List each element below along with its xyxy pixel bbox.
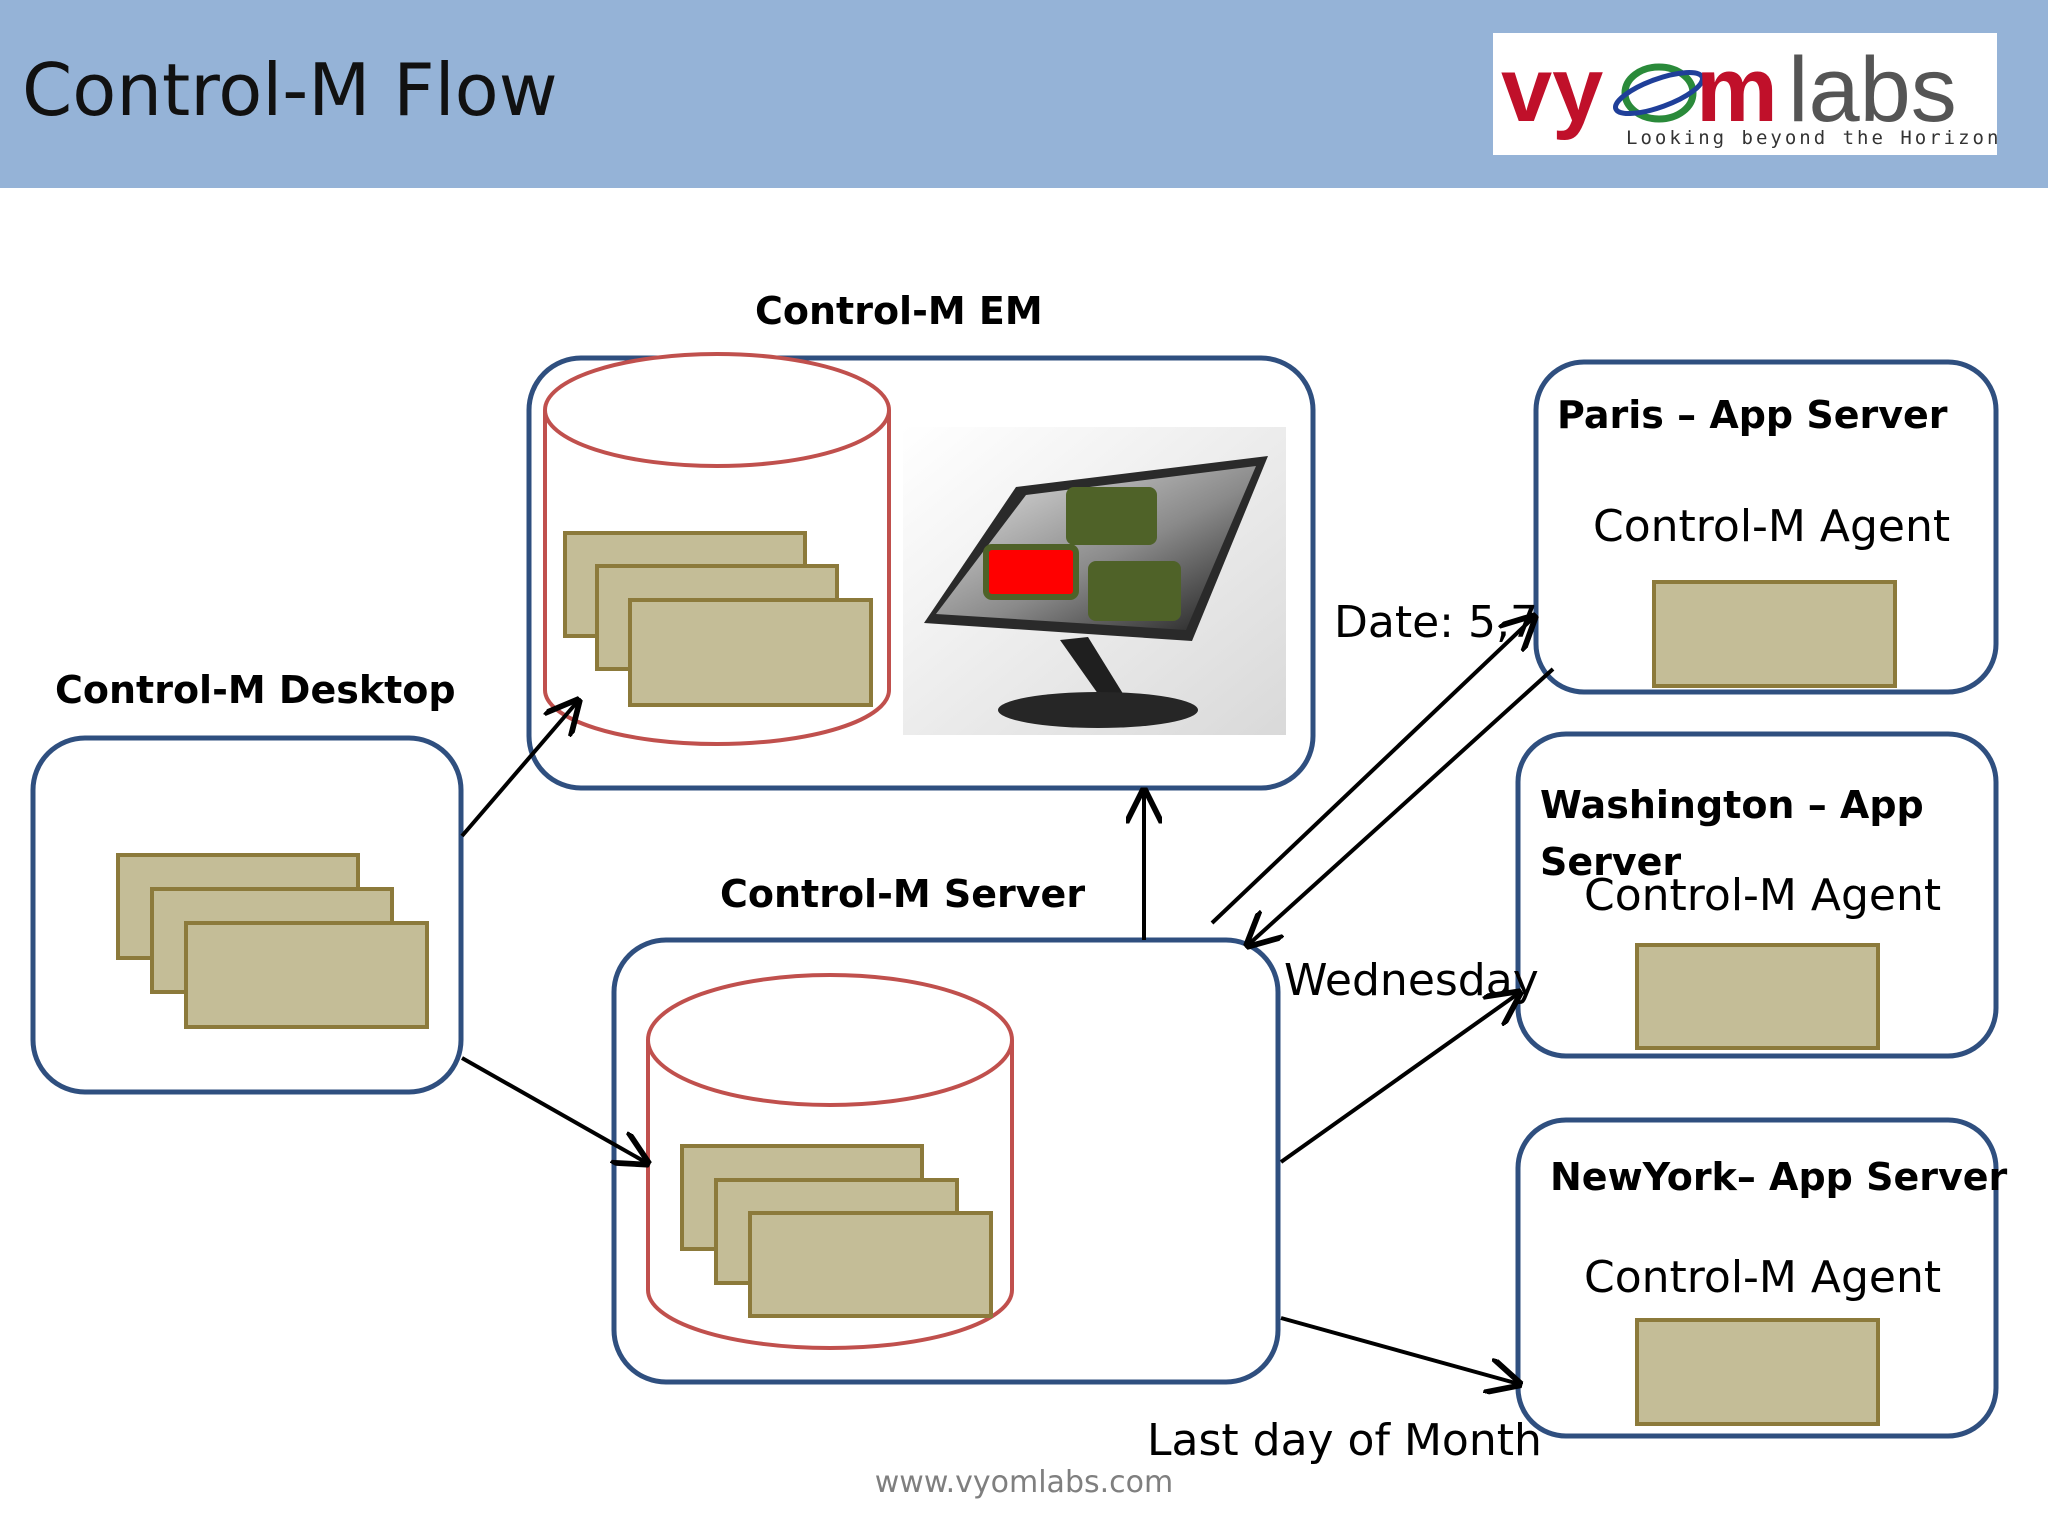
- server-to-washington-arrow: [1279, 993, 1519, 1164]
- svg-text:vy: vy: [1501, 39, 1603, 141]
- newyork-schedule-label: Last day of Month: [1147, 1415, 1542, 1466]
- washington-title-line2: Server: [1540, 840, 1682, 884]
- slide-title: Control-M Flow: [22, 48, 558, 132]
- server-to-paris-arrow: [1210, 617, 1534, 925]
- desktop-title: Control-M Desktop: [55, 668, 456, 712]
- washington-agent-label: Control-M Agent: [1584, 870, 1942, 921]
- paris-agent-label: Control-M Agent: [1593, 501, 1951, 552]
- svg-text:Looking beyond the Horizon: Looking beyond the Horizon: [1626, 127, 1997, 149]
- desktop-to-em-arrow: [460, 701, 578, 838]
- paris-to-server-arrow: [1248, 667, 1555, 945]
- server-title: Control-M Server: [720, 872, 1086, 916]
- vyomlabs-logo: vy m labs Looking beyond the Horizon: [1493, 33, 1998, 155]
- footer-url: www.vyomlabs.com: [874, 1465, 1174, 1500]
- paris-title: Paris – App Server: [1557, 393, 1948, 437]
- server-to-newyork-arrow: [1280, 1316, 1519, 1384]
- em-job-stack: [563, 531, 873, 707]
- paris-agent-job: [1652, 580, 1897, 688]
- paris-schedule-label: Date: 5,7: [1334, 597, 1538, 648]
- desktop-to-server-arrow: [461, 1056, 647, 1163]
- desktop-job-stack: [116, 853, 429, 1029]
- newyork-agent-label: Control-M Agent: [1584, 1252, 1942, 1303]
- monitor-icon: [903, 427, 1286, 735]
- server-job-stack: [680, 1144, 993, 1318]
- em-title: Control-M EM: [755, 289, 1043, 333]
- svg-text:labs: labs: [1788, 39, 1957, 141]
- newyork-agent-job: [1635, 1318, 1880, 1426]
- svg-text:m: m: [1696, 39, 1778, 141]
- washington-schedule-label: Wednesday: [1284, 955, 1539, 1006]
- newyork-title: NewYork– App Server: [1550, 1155, 2008, 1199]
- washington-agent-job: [1635, 943, 1880, 1050]
- washington-title-line1: Washington – App: [1540, 783, 1924, 827]
